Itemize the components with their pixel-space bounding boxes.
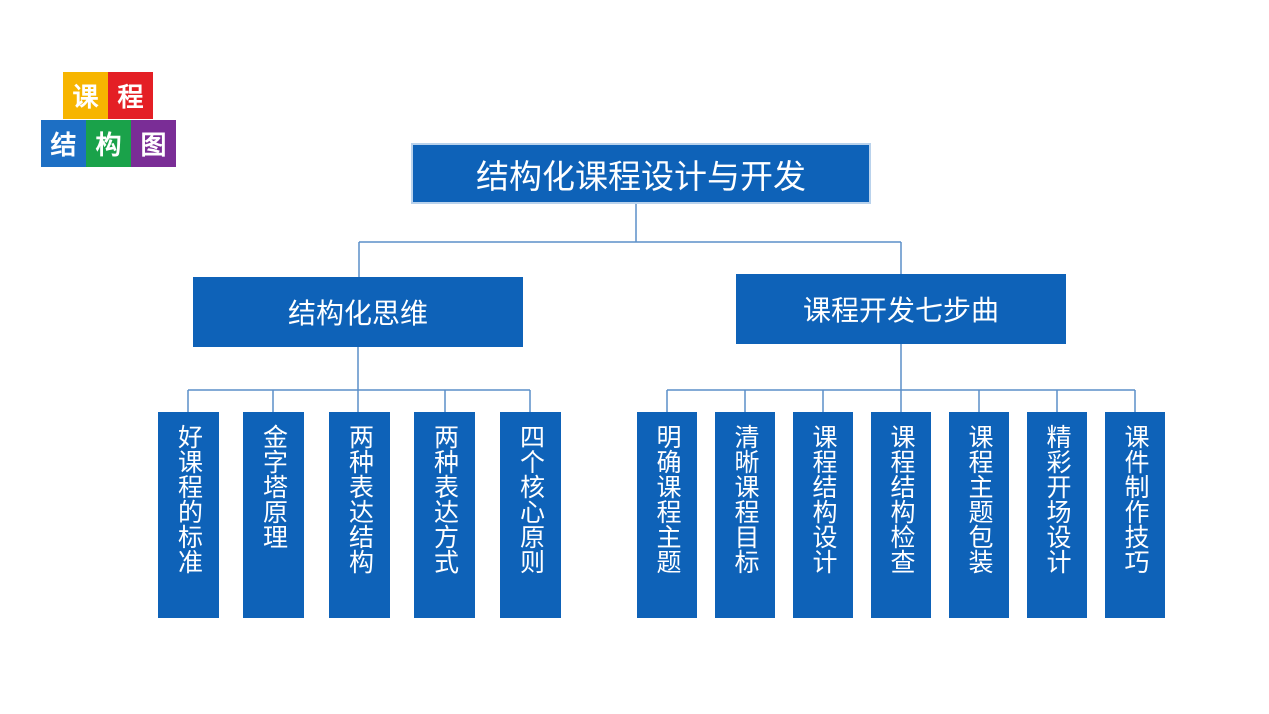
left-leaf-node: 好课程的标准 — [158, 412, 219, 618]
left-leaf-node: 四个核心原则 — [500, 412, 561, 618]
left-branch-node: 结构化思维 — [193, 277, 523, 347]
right-leaf-node: 课程结构设计 — [793, 412, 853, 618]
right-leaf-node: 课件制作技巧 — [1105, 412, 1165, 618]
logo-tile-ke: 课 — [63, 72, 108, 119]
left-leaf-node: 两种表达结构 — [329, 412, 390, 618]
right-leaf-node: 清晰课程目标 — [715, 412, 775, 618]
logo-tile-tu: 图 — [131, 120, 176, 167]
logo-tile-cheng: 程 — [108, 72, 153, 119]
logo-tile-gou: 构 — [86, 120, 131, 167]
right-leaf-node: 课程主题包装 — [949, 412, 1009, 618]
right-leaf-node: 精彩开场设计 — [1027, 412, 1087, 618]
right-branch-node: 课程开发七步曲 — [736, 274, 1066, 344]
root-node: 结构化课程设计与开发 — [411, 143, 871, 204]
logo-tile-jie: 结 — [41, 120, 86, 167]
right-leaf-node: 明确课程主题 — [637, 412, 697, 618]
right-leaf-node: 课程结构检查 — [871, 412, 931, 618]
left-leaf-node: 金字塔原理 — [243, 412, 304, 618]
left-leaf-node: 两种表达方式 — [414, 412, 475, 618]
